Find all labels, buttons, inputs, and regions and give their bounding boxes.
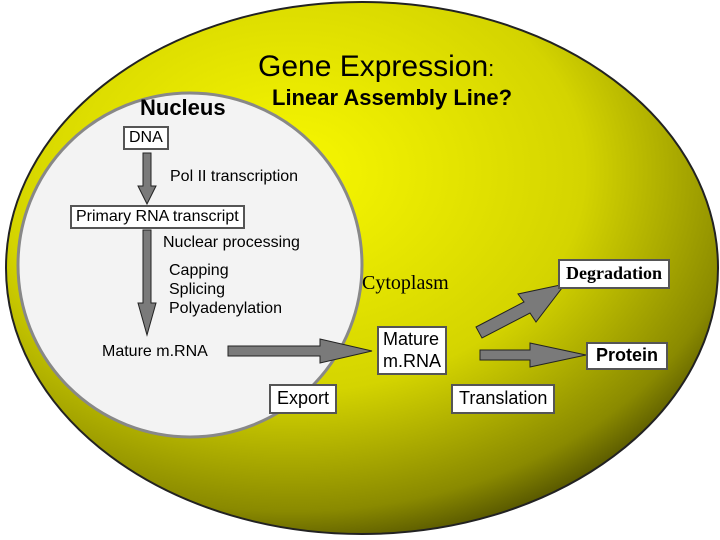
page-title: Gene Expression: bbox=[258, 50, 495, 83]
export-box: Export bbox=[269, 384, 338, 414]
primary-transcript-box: Primary RNA transcript bbox=[70, 205, 245, 229]
mature-mrna-line1: Mature bbox=[383, 329, 440, 349]
mature-mrna-cytoplasm-box: Mature m.RNA bbox=[377, 326, 447, 376]
translation-box: Translation bbox=[451, 384, 556, 414]
splicing-label: Splicing bbox=[169, 281, 226, 298]
capping-label: Capping bbox=[169, 262, 229, 279]
arrow-primary-to-mature bbox=[137, 229, 157, 337]
nuclear-processing-label: Nuclear processing bbox=[163, 234, 300, 251]
arrow-translation bbox=[479, 342, 587, 368]
degradation-box: Degradation bbox=[558, 259, 670, 289]
arrow-dna-to-primary bbox=[137, 152, 157, 206]
cytoplasm-label: Cytoplasm bbox=[362, 272, 449, 294]
pol2-label: Pol II transcription bbox=[170, 168, 299, 185]
arrow-degradation bbox=[475, 283, 567, 339]
dna-box: DNA bbox=[123, 126, 169, 150]
protein-box: Protein bbox=[586, 342, 669, 370]
polyadenylation-label: Polyadenylation bbox=[169, 300, 282, 317]
arrow-export bbox=[227, 338, 373, 364]
mature-mrna-line2: m.RNA bbox=[383, 350, 441, 371]
mature-mrna-nuclear-label: Mature m.RNA bbox=[102, 343, 208, 360]
page-subtitle: Linear Assembly Line? bbox=[272, 85, 513, 110]
nucleus-label: Nucleus bbox=[140, 95, 226, 120]
